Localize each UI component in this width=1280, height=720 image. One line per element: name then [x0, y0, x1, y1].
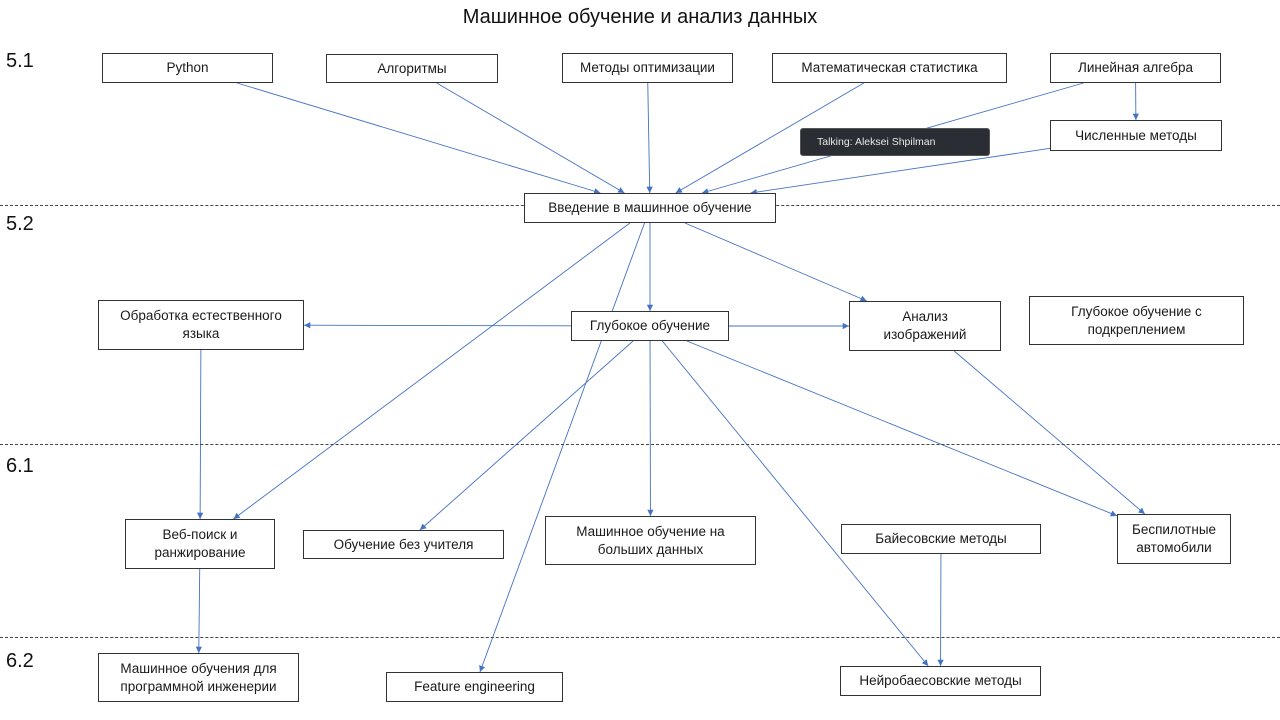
node-nlp: Обработка естественного языка: [98, 300, 304, 350]
node-intro-ml: Введение в машинное обучение: [524, 193, 776, 223]
node-deep-rl: Глубокое обучение с подкреплением: [1029, 296, 1244, 345]
edge-optimization-to-intro_ml: [646, 82, 653, 194]
edge-deep_learning-to-neurobayes: [661, 340, 929, 667]
node-feature-engineering: Feature engineering: [386, 672, 563, 702]
node-big-data-ml: Машинное обучение на больших данных: [545, 516, 756, 565]
node-self-driving: Беспилотные автомобили: [1117, 514, 1231, 564]
node-web-search: Веб-поиск и ранжирование: [125, 519, 275, 569]
edge-algorithms-to-intro_ml: [436, 82, 625, 194]
node-linear-algebra: Линейная алгебра: [1050, 53, 1221, 83]
node-numerical-methods: Численные методы: [1050, 120, 1222, 151]
section-label-5-2: 5.2: [6, 213, 34, 235]
node-bayesian-methods: Байесовские методы: [841, 524, 1041, 554]
section-divider: [0, 444, 1280, 445]
node-python: Python: [102, 53, 273, 83]
section-label-6-1: 6.1: [6, 455, 34, 477]
node-algorithms: Алгоритмы: [326, 54, 498, 83]
node-deep-learning: Глубокое обучение: [571, 311, 729, 341]
edge-web_search-to-ml_software_eng: [195, 568, 202, 654]
edge-image_analysis-to-self_driving: [953, 350, 1146, 515]
node-ml-software-eng: Машинное обучения для программной инжене…: [98, 653, 299, 702]
edge-deep_learning-to-unsupervised: [419, 340, 634, 531]
diagram-title: Машинное обучение и анализ данных: [462, 6, 818, 28]
section-label-5-1: 5.1: [6, 50, 34, 72]
speaker-tooltip: Talking: Aleksei Shpilman: [800, 128, 990, 156]
edge-math_stats-to-intro_ml: [675, 82, 865, 194]
node-optimization-methods: Методы оптимизации: [562, 53, 733, 83]
node-image-analysis: Анализ изображений: [849, 301, 1001, 351]
edge-nlp-to-web_search: [196, 349, 204, 520]
edge-deep_learning-to-self_driving: [686, 340, 1118, 517]
edge-intro_ml-to-web_search: [233, 222, 631, 520]
section-divider: [0, 637, 1280, 638]
node-neurobayes-methods: Нейробаесовские методы: [840, 666, 1041, 696]
edge-intro_ml-to-feature_eng: [479, 222, 645, 673]
edge-intro_ml-to-image_analysis: [684, 222, 867, 302]
node-unsupervised: Обучение без учителя: [303, 530, 504, 559]
section-label-6-2: 6.2: [6, 650, 34, 672]
node-math-statistics: Математическая статистика: [772, 53, 1007, 83]
edge-numerical_methods-to-intro_ml: [750, 147, 1051, 196]
edge-deep_learning-to-nlp: [303, 322, 572, 329]
edge-python-to-intro_ml: [236, 82, 601, 195]
